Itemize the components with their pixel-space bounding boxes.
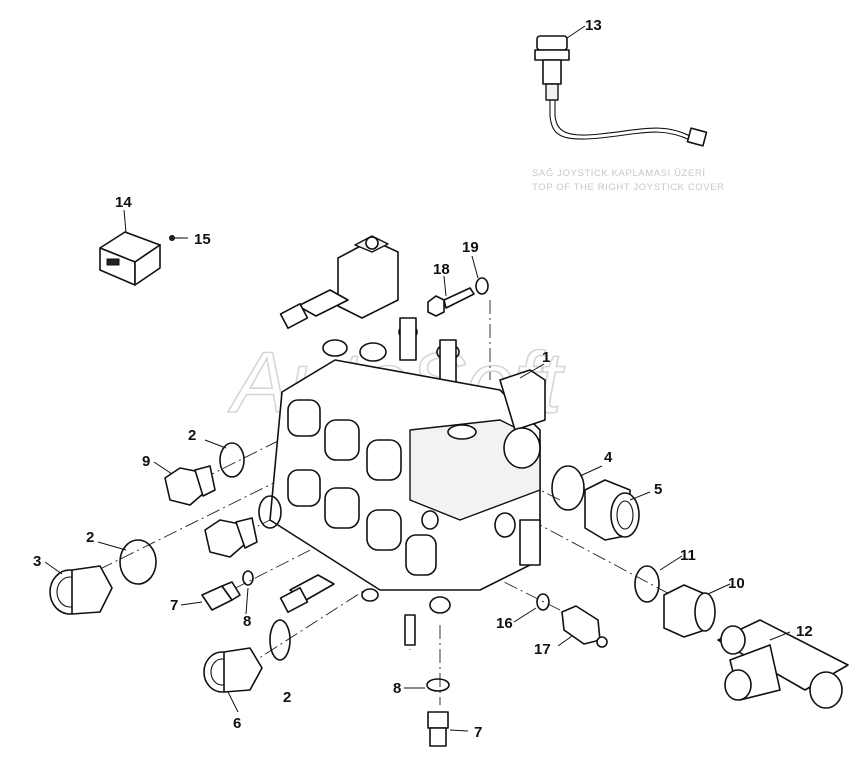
callout-15: 15 [194,231,211,248]
callout-16: 16 [496,615,513,632]
callout-2a: 2 [188,427,196,444]
control-valve-block-part-1 [269,235,546,646]
callout-10: 10 [728,575,745,592]
callout-12: 12 [796,623,813,640]
bolt-part-18 [427,287,475,317]
fitting-part-3 [49,565,113,615]
joystick-switch-part-13 [534,35,708,147]
callout-8a: 8 [243,613,251,630]
o-ring-part-11 [634,565,660,603]
washer-part-16 [536,593,550,611]
callout-13: 13 [585,17,602,34]
washer-part-8b [426,678,450,692]
plug-part-7b [427,711,449,747]
callout-labels: 1 2 2 2 3 4 5 6 7 7 8 8 9 10 11 12 13 14… [33,17,813,741]
callout-19: 19 [462,239,479,256]
mounting-note-line1: SAĞ JOYSTİCK KAPLAMASI ÜZERİ [532,168,706,179]
fitting-part-5 [584,479,640,541]
o-ring-part-2a [219,442,245,478]
callout-18: 18 [433,261,450,278]
callout-7a: 7 [170,597,178,614]
mounting-note-line2: TOP OF THE RIGHT JOYSTICK COVER [532,182,725,193]
o-ring-part-4 [551,465,585,511]
callout-8b: 8 [393,680,401,697]
washer-part-8a [242,570,254,586]
callout-1: 1 [542,349,550,366]
callout-9: 9 [142,453,150,470]
callout-5: 5 [654,481,662,498]
relay-box-part-14 [99,231,161,286]
callout-3: 3 [33,553,41,570]
o-ring-part-2c [119,539,157,585]
pressure-switch-part-17 [561,605,608,648]
o-ring-part-2d [269,619,291,661]
callout-14: 14 [115,194,132,211]
fitting-part-6 [203,647,263,693]
tee-fitting-part-12 [717,619,849,709]
callout-2b: 2 [86,529,94,546]
plug-secondary [204,517,258,558]
fitting-part-10 [663,584,716,638]
washer-part-19 [475,277,489,295]
callout-2c: 2 [283,689,291,706]
plug-part-9 [164,465,216,506]
o-ring-part-2b [258,495,282,529]
callout-leader-lines [44,25,791,732]
callout-7b: 7 [474,724,482,741]
callout-4: 4 [604,449,613,466]
callout-17: 17 [534,641,551,658]
callout-11: 11 [680,547,696,564]
plug-part-7a [201,581,241,611]
callout-6: 6 [233,715,241,732]
